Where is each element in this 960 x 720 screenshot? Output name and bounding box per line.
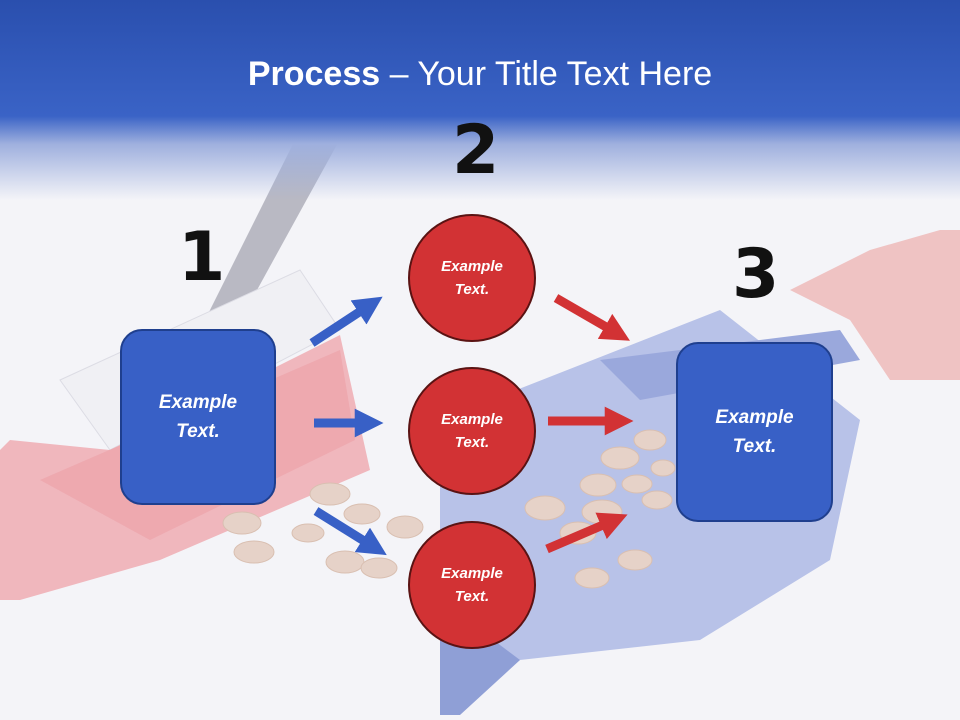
step-number-1: 1 — [178, 218, 226, 297]
page-title: Process – Your Title Text Here — [0, 52, 960, 96]
arrow-blue-up — [309, 296, 383, 347]
right-text-box: Example Text. — [676, 342, 833, 522]
title-banner — [0, 0, 960, 200]
title-rest: – Your Title Text Here — [380, 55, 713, 93]
step-number-3: 3 — [732, 235, 780, 314]
right-box-text: Example Text. — [715, 407, 794, 457]
circle-top: Example Text. — [408, 214, 536, 342]
step-number-2: 2 — [452, 111, 500, 190]
circle-top-text: Example Text. — [441, 258, 503, 298]
circle-bottom: Example Text. — [408, 521, 536, 649]
arrow-blue-down — [313, 507, 387, 556]
circle-middle-text: Example Text. — [441, 411, 503, 451]
circle-middle: Example Text. — [408, 367, 536, 495]
left-box-text: Example Text. — [158, 392, 238, 442]
circle-bottom-text: Example Text. — [441, 565, 503, 605]
left-text-box: Example Text. — [120, 329, 276, 505]
arrow-red-up — [545, 512, 628, 554]
title-bold: Process — [247, 55, 381, 93]
arrow-red-down — [553, 294, 630, 341]
